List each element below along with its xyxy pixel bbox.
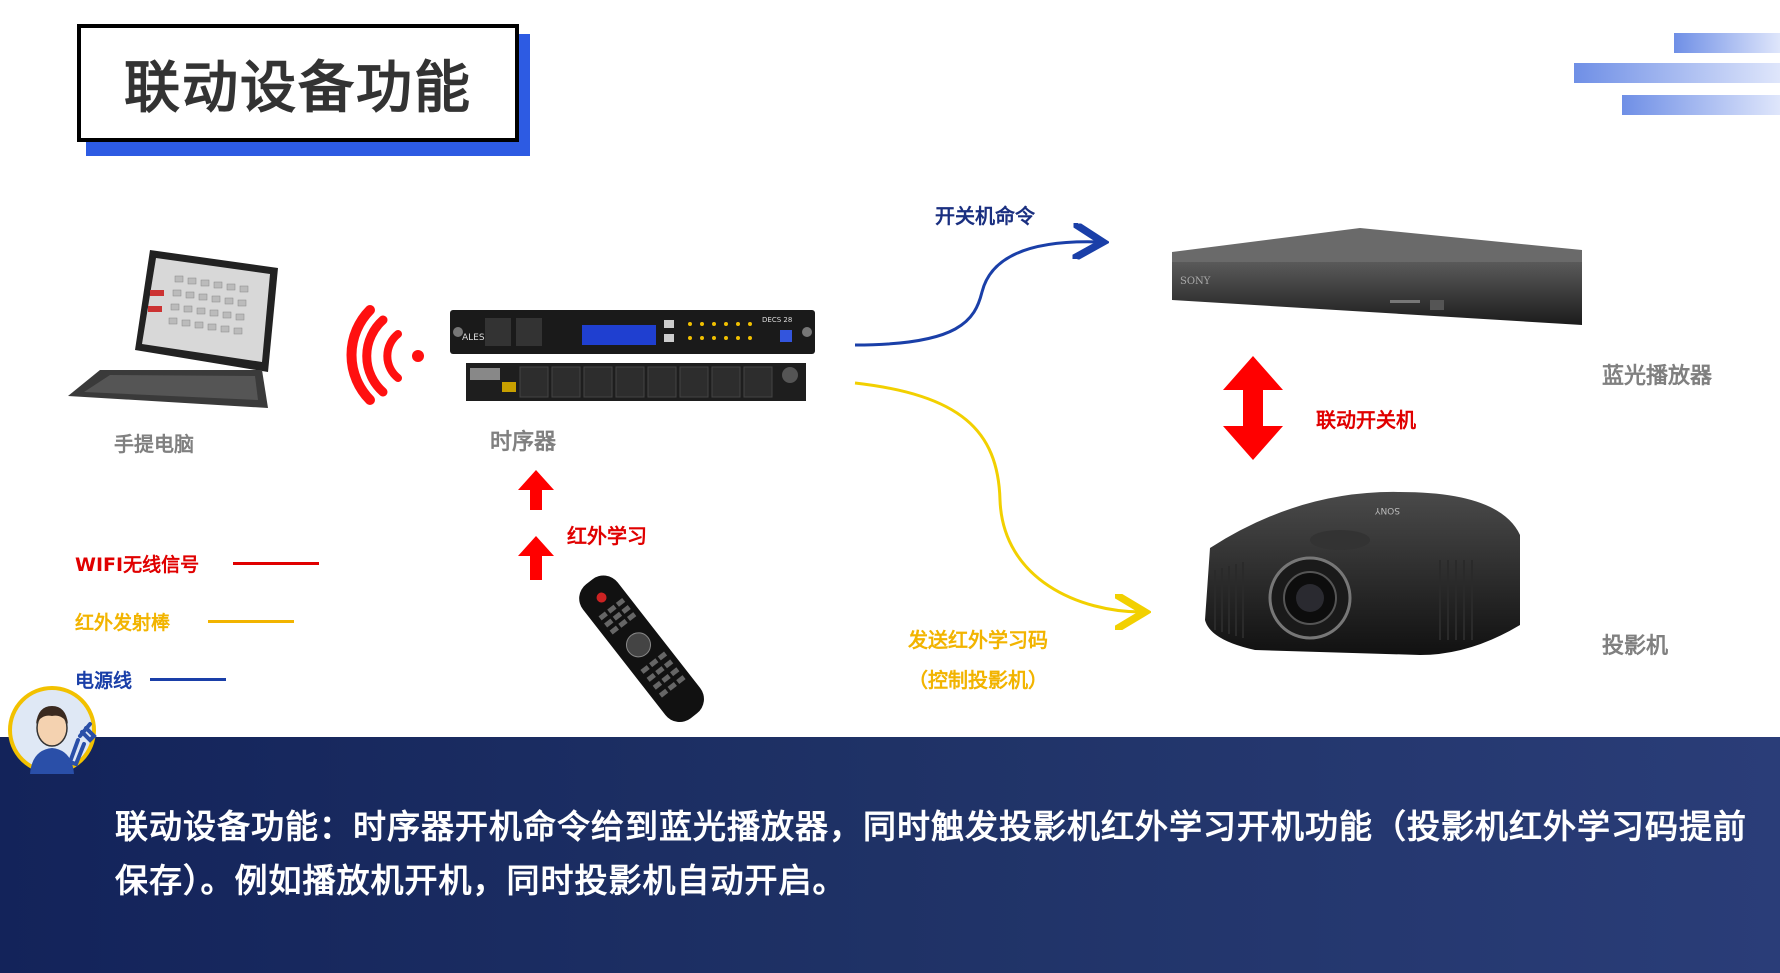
legend: WIFI无线信号 红外发射棒 电源线	[75, 550, 335, 700]
power-command-arrow	[855, 242, 1100, 345]
remote-control-icon	[572, 568, 711, 729]
ir-learning-arrow-upper	[518, 470, 554, 510]
bluray-player-icon: SONY	[1172, 228, 1582, 325]
send-ir-label-line1: 发送红外学习码	[908, 624, 1048, 653]
technician-avatar-icon	[6, 684, 102, 780]
sequencer-model: DECS 28	[762, 316, 792, 324]
ir-learning-label: 红外学习	[567, 520, 647, 549]
bluray-brand: SONY	[1180, 276, 1211, 287]
legend-ir-line	[208, 620, 294, 623]
send-ir-label-line2: （控制投影机）	[908, 664, 1048, 693]
ir-learning-arrow-lower	[518, 536, 554, 580]
projector-brand: SONY	[1374, 505, 1400, 515]
sequencer-label: 时序器	[490, 424, 556, 456]
legend-wifi-line	[233, 562, 319, 565]
power-command-label: 开关机命令	[935, 200, 1035, 229]
legend-power-line	[150, 678, 226, 681]
legend-wifi-label: WIFI无线信号	[75, 550, 199, 577]
laptop-icon	[68, 250, 278, 408]
bluray-label: 蓝光播放器	[1602, 358, 1712, 390]
laptop-label: 手提电脑	[114, 428, 194, 457]
sequencer-icon: ALESIS DECS 28	[450, 310, 815, 401]
projector-icon: SONY	[1205, 492, 1520, 655]
send-ir-arrow	[855, 383, 1142, 612]
projector-label: 投影机	[1602, 628, 1668, 660]
legend-ir-label: 红外发射棒	[75, 608, 170, 635]
linked-power-label: 联动开关机	[1316, 404, 1416, 433]
linked-power-double-arrow	[1223, 356, 1283, 460]
description-text: 联动设备功能：时序器开机命令给到蓝光播放器，同时触发投影机红外学习开机功能（投影…	[115, 800, 1755, 908]
wifi-signal-icon	[352, 310, 424, 400]
